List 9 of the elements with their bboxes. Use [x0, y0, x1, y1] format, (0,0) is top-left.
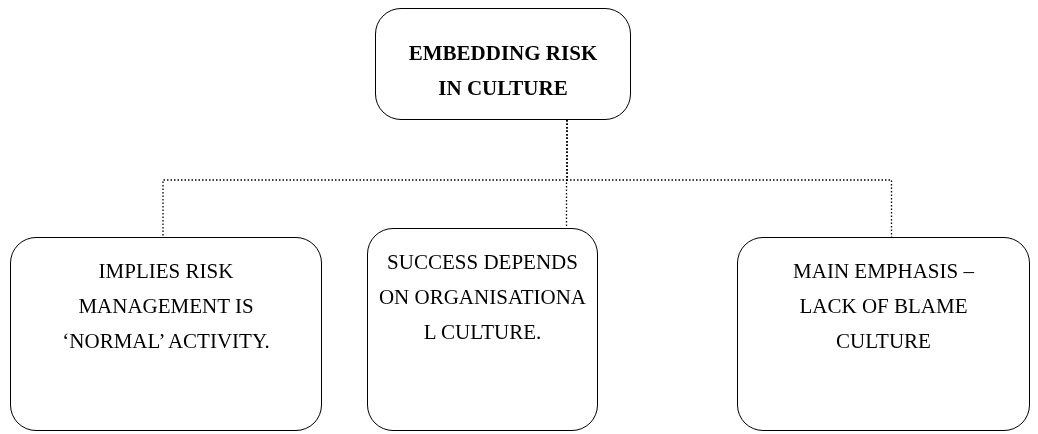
rounded-box: [10, 237, 322, 431]
rounded-box: [737, 237, 1030, 431]
box-text: MAIN EMPHASIS – LACK OF BLAME CULTURE: [792, 258, 975, 355]
title-box: [375, 8, 631, 120]
connector-line: [566, 119, 893, 238]
box-text: IMPLIES RISK MANAGEMENT IS ‘NORMAL’ ACTIVITY.: [61, 258, 271, 355]
box-text: EMBEDDING RISK IN CULTURE: [407, 40, 599, 102]
rounded-box: [367, 228, 598, 431]
box-text: SUCCESS DEPENDS ON ORGANISATIONA L CULTURE.: [377, 249, 588, 346]
